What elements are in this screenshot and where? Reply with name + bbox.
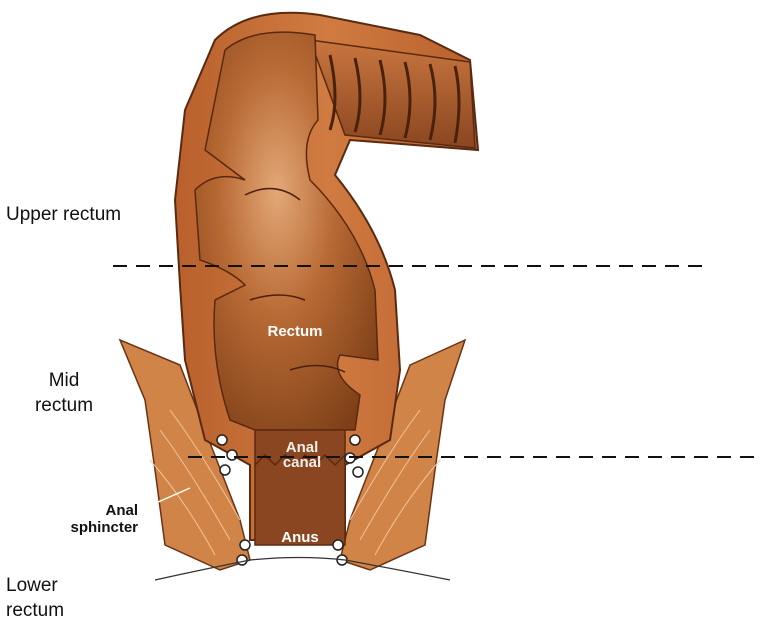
lower-rectum-line1: Lower	[6, 575, 58, 596]
anal-sphincter-label: Anal sphincter	[40, 502, 138, 536]
anal-canal-label: Anal canal	[262, 440, 342, 470]
mid-rectum-label: Mid rectum	[34, 368, 94, 418]
anal-canal-line2: canal	[283, 454, 321, 471]
mid-rectum-line2: rectum	[35, 395, 93, 416]
anus-label: Anus	[260, 530, 340, 545]
upper-rectum-label: Upper rectum	[6, 202, 121, 227]
anal-sphincter-line1: Anal	[105, 502, 138, 519]
lower-rectum-label: Lower rectum	[6, 573, 64, 623]
anal-sphincter-line2: sphincter	[70, 519, 138, 536]
mid-rectum-line1: Mid	[49, 370, 80, 391]
rectum-label: Rectum	[255, 324, 335, 339]
lower-rectum-line2: rectum	[6, 600, 64, 621]
